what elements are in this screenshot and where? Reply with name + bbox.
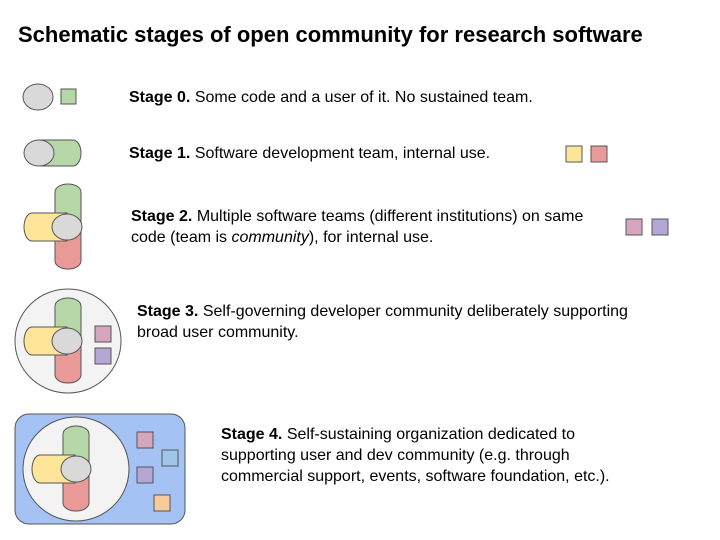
page-title: Schematic stages of open community for r…: [18, 22, 643, 47]
stage-4-description: Stage 4. Self-sustaining organization de…: [221, 424, 651, 487]
stage-1-code-circle: [23, 139, 55, 167]
stage-0-user-square: [60, 88, 77, 105]
stage-4-code-circle: [60, 455, 92, 483]
stage-3-user-square-pink: [94, 325, 112, 343]
stage-2-label: Stage 2.: [131, 208, 193, 225]
stage-4-user-square-pink: [136, 431, 154, 449]
stage-2-user-square-pink: [625, 218, 643, 236]
stage-3-user-square-purple: [94, 347, 112, 365]
stage-4-user-square-blue: [161, 449, 179, 467]
stage-2-text-after: ), for internal use.: [308, 229, 434, 246]
stage-3-description: Stage 3. Self-governing developer commun…: [137, 301, 637, 343]
stage-0-code-circle: [22, 83, 54, 111]
stage-1-user-square-red: [590, 145, 608, 163]
stage-1-user-square-yellow: [565, 145, 583, 163]
stage-0-text: Some code and a user of it. No sustained…: [194, 89, 533, 106]
stage-4-text: Self-sustaining organization dedicated t…: [221, 426, 610, 485]
stage-4-user-square-purple: [136, 466, 154, 484]
stage-3-label: Stage 3.: [137, 303, 199, 320]
stage-2-code-circle: [51, 213, 83, 241]
stage-1-description: Stage 1. Software development team, inte…: [129, 143, 490, 164]
stage-4-label: Stage 4.: [221, 426, 283, 443]
stage-4-user-square-orange: [153, 494, 171, 512]
stage-3-text: Self-governing developer community delib…: [137, 303, 628, 341]
stage-2-user-square-purple: [651, 218, 669, 236]
stage-3-code-circle: [51, 327, 83, 355]
stage-2-description: Stage 2. Multiple software teams (differ…: [131, 206, 621, 248]
stage-2-text-before: Multiple software teams (different insti…: [131, 208, 584, 246]
stage-2-text-emphasis: community: [231, 229, 309, 246]
stage-1-text: Software development team, internal use.: [194, 145, 491, 162]
stage-1-label: Stage 1.: [129, 145, 191, 162]
stage-0-description: Stage 0. Some code and a user of it. No …: [129, 87, 533, 108]
stage-0-label: Stage 0.: [129, 89, 191, 106]
